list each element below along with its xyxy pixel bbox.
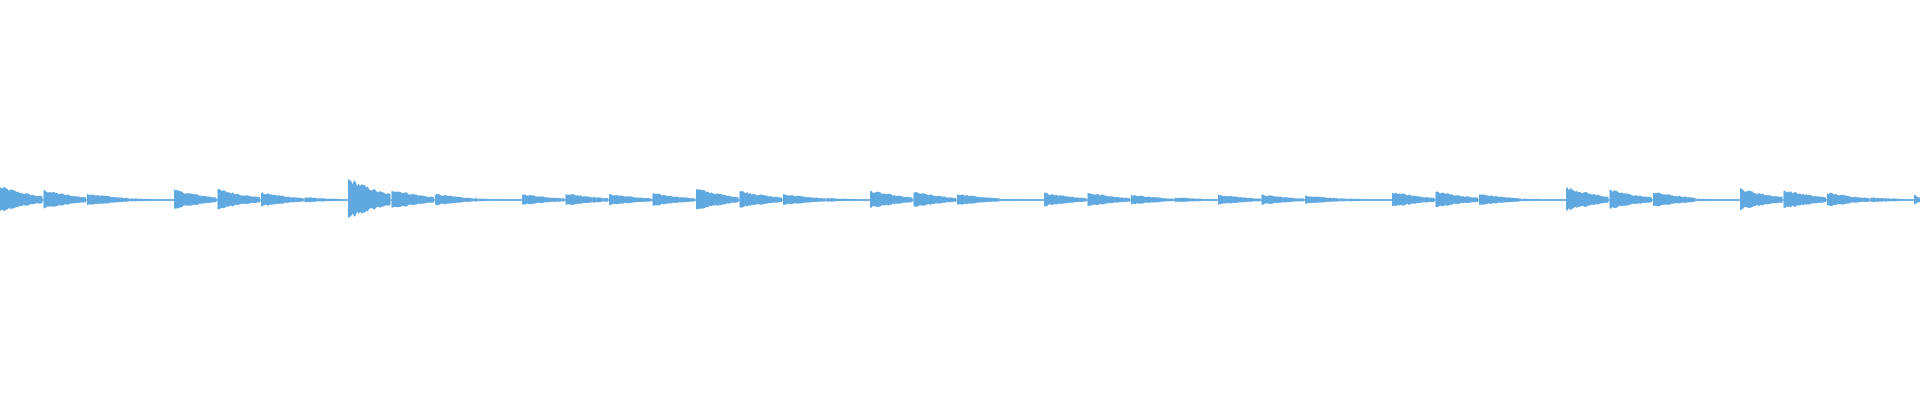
waveform-note-burst [739, 191, 782, 208]
waveform-note-burst [1435, 191, 1478, 208]
waveform-note-burst [652, 193, 695, 206]
waveform-note-burst [1696, 198, 1739, 202]
waveform-note-burst [1218, 194, 1261, 205]
waveform-note-burst [1479, 194, 1522, 205]
waveform-note-burst [1740, 187, 1783, 211]
waveform-note-burst [1783, 190, 1826, 209]
waveform-note-burst [1914, 194, 1920, 205]
waveform-note-burst [1261, 194, 1304, 205]
waveform-note-burst [1522, 198, 1565, 202]
waveform-note-burst [783, 194, 826, 205]
waveform-note-burst [696, 188, 739, 210]
waveform-note-burst [609, 193, 652, 206]
waveform-note-burst [348, 179, 391, 218]
waveform-note-burst [1000, 198, 1043, 201]
waveform-note-burst [1131, 194, 1174, 205]
waveform-note-burst [1044, 192, 1087, 207]
waveform-note-burst [1174, 197, 1217, 202]
waveform-note-burst [957, 194, 1000, 205]
waveform-note-burst [1348, 198, 1391, 202]
waveform-note-burst [1827, 192, 1870, 207]
waveform-note-burst [435, 193, 478, 206]
waveform-note-burst [1566, 187, 1609, 211]
waveform-note-burst [478, 198, 521, 202]
waveform-note-burst [43, 190, 86, 209]
waveform-note-burst [0, 186, 43, 212]
waveform-note-burst [522, 194, 565, 205]
waveform-note-burst [1609, 189, 1652, 209]
waveform-note-burst [1087, 192, 1130, 207]
waveform-note-burst [1305, 195, 1348, 204]
waveform-note-burst [174, 189, 217, 209]
waveform-note-burst [261, 192, 304, 207]
waveform-note-burst [1392, 192, 1435, 207]
waveform-notes [0, 179, 1920, 218]
waveform-note-burst [826, 197, 869, 202]
waveform-note-burst [304, 197, 347, 203]
waveform-note-burst [87, 193, 130, 206]
waveform-note-burst [391, 190, 434, 208]
waveform-note-burst [1870, 197, 1913, 203]
waveform-note-burst [130, 198, 173, 202]
waveform-note-burst [1653, 192, 1696, 207]
waveform-note-burst [913, 191, 956, 207]
waveform-note-burst [217, 188, 260, 210]
waveform-note-burst [870, 190, 913, 208]
waveform-note-burst [565, 193, 608, 206]
